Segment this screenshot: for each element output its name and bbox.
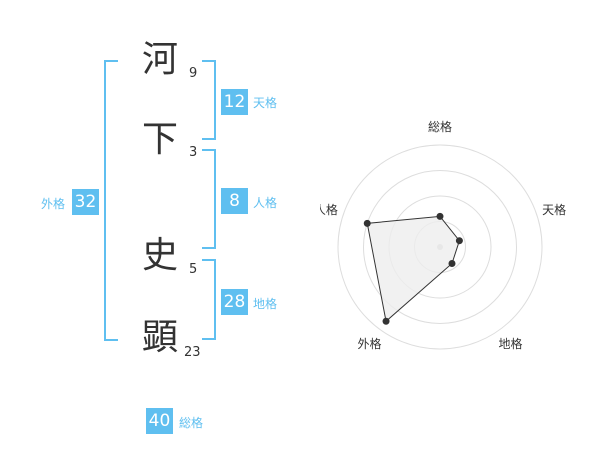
name-char-1: 河 <box>141 39 178 80</box>
radar-axis-label-2: 天格 <box>542 202 566 217</box>
soukaku-label: 総格 <box>179 416 204 430</box>
radar-point-1 <box>436 212 444 220</box>
soukaku-badge: 40 <box>146 408 173 434</box>
radar-grid-ring <box>337 144 543 350</box>
jinkaku-label: 人格 <box>253 196 278 210</box>
tenkaku-label: 天格 <box>253 96 278 110</box>
name-char-2: 下 <box>141 119 178 160</box>
radar-point-4 <box>382 317 390 325</box>
radar-point-3 <box>448 260 456 268</box>
gaikaku-label: 外格 <box>41 197 66 211</box>
stroke-count-4: 23 <box>184 345 201 360</box>
gaikaku-bracket <box>104 60 118 341</box>
radar-axis-label-5: 人格 <box>320 202 338 217</box>
radar-axis-label-4: 外格 <box>357 336 381 351</box>
tenkaku-bracket <box>202 60 216 140</box>
stroke-count-2: 3 <box>189 145 198 160</box>
jinkaku-bracket <box>202 149 216 249</box>
radar-point-2 <box>455 237 463 245</box>
radar-point-5 <box>363 219 371 227</box>
stroke-count-3: 5 <box>189 262 198 277</box>
stroke-count-1: 9 <box>189 66 198 81</box>
gaikaku-badge: 32 <box>72 189 99 215</box>
chikaku-badge: 28 <box>221 289 248 315</box>
name-char-3: 史 <box>141 235 178 276</box>
name-char-4: 顕 <box>141 317 178 358</box>
jinkaku-badge: 8 <box>221 188 248 214</box>
chikaku-label: 地格 <box>253 297 278 311</box>
radar-axis-label-3: 地格 <box>499 336 523 351</box>
tenkaku-badge: 12 <box>221 89 248 115</box>
radar-axis-label-1: 総格 <box>428 119 452 134</box>
chikaku-bracket <box>202 259 216 340</box>
radar-series-area <box>366 215 460 323</box>
radar-grid-ring <box>363 170 517 324</box>
